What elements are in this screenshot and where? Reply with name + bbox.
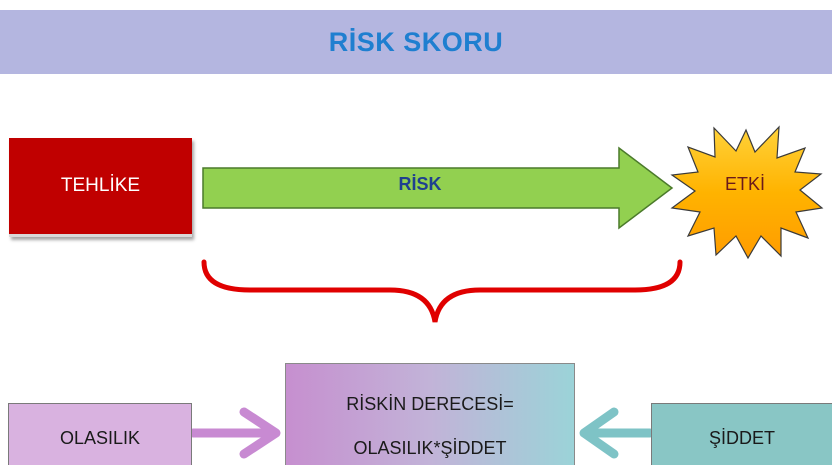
brace — [201, 259, 683, 323]
hazard-label: TEHLİKE — [60, 175, 141, 196]
risk-degree-formula-line2: OLASILIK*ŞİDDET — [353, 438, 507, 458]
risk-degree-formula-line1: RİSKİN DERECESİ= — [346, 394, 514, 414]
probability-box: OLASILIK — [8, 403, 192, 465]
effect-burst — [670, 125, 824, 260]
severity-label: ŞİDDET — [708, 428, 775, 448]
page-title: RİSK SKORU — [328, 26, 504, 57]
probability-label: OLASILIK — [59, 428, 141, 448]
severity-box: ŞİDDET — [651, 403, 832, 465]
effect-label: ETKİ — [724, 174, 765, 194]
title-bar: RİSK SKORU — [0, 10, 832, 74]
severity-arrow-head — [579, 407, 619, 459]
risk-degree-box: RİSKİN DERECESİ= OLASILIK*ŞİDDET — [285, 363, 575, 465]
risk-arrow — [202, 146, 674, 230]
probability-arrow-head — [239, 407, 281, 459]
risk-label: RİSK — [398, 174, 442, 194]
hazard-box: TEHLİKE — [9, 138, 192, 237]
